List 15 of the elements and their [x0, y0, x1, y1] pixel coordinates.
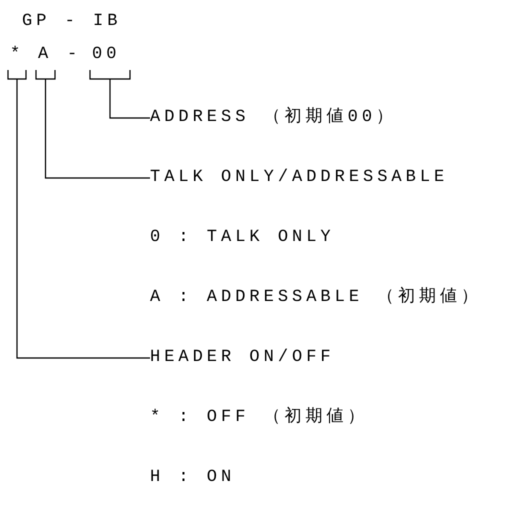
setting-character: *	[10, 42, 24, 70]
option-text: * : OFF （初期値）	[150, 406, 369, 429]
setting-description: TALK ONLY/ADDRESSABLE	[150, 165, 480, 191]
leader-line	[7, 69, 151, 359]
separator-dash: -	[67, 44, 82, 66]
setting-digits: 00	[92, 42, 128, 70]
setting-description: ADDRESS （初期値00）	[150, 105, 450, 131]
leader-line	[35, 69, 151, 179]
option-text: H : ON	[150, 467, 236, 489]
setting-description: HEADER ON/OFF	[150, 345, 410, 371]
title: GP - IB	[22, 11, 122, 33]
option-text: 0 : TALK ONLY	[150, 227, 335, 249]
option-text: A : ADDRESSABLE （初期値）	[150, 286, 482, 309]
leader-line	[89, 69, 151, 119]
setting-character: A	[38, 42, 53, 70]
